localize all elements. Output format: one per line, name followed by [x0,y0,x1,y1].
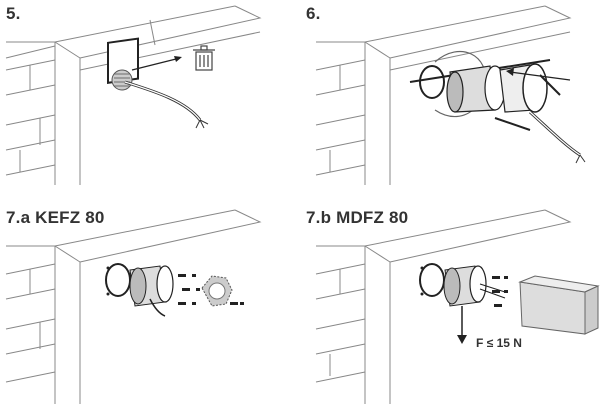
wall-illustration [5,5,262,185]
step-5-panel: 5. [0,0,300,203]
sleeve-assembly [409,59,561,131]
arrow-right-icon [174,56,182,62]
step-title: 6. [306,4,321,23]
step-7a-panel: 7.a KEFZ 80 [0,204,300,407]
screws [492,276,508,307]
arrow-left-icon [506,68,514,76]
vent-grille [107,37,139,91]
grille-cover [201,275,233,307]
trash-icon [193,45,215,71]
step-6-panel: 6. [300,0,600,203]
step-title: 7.a KEFZ 80 [6,208,105,227]
step-title: 7.b MDFZ 80 [306,208,409,227]
wall-illustration [315,209,600,404]
step-title: 5. [6,4,21,23]
wall-illustration [5,209,262,404]
screws [178,274,244,305]
step-7b-panel: 7.b MDFZ 80 F ≤ 15 N [300,204,600,407]
housing-box [518,275,600,335]
wall-illustration [315,5,586,185]
arrow-down-icon [457,335,467,344]
sleeve-assembly [105,263,174,317]
sleeve-assembly [419,263,506,307]
cable [124,80,202,121]
force-limit-label: F ≤ 15 N [476,336,522,350]
